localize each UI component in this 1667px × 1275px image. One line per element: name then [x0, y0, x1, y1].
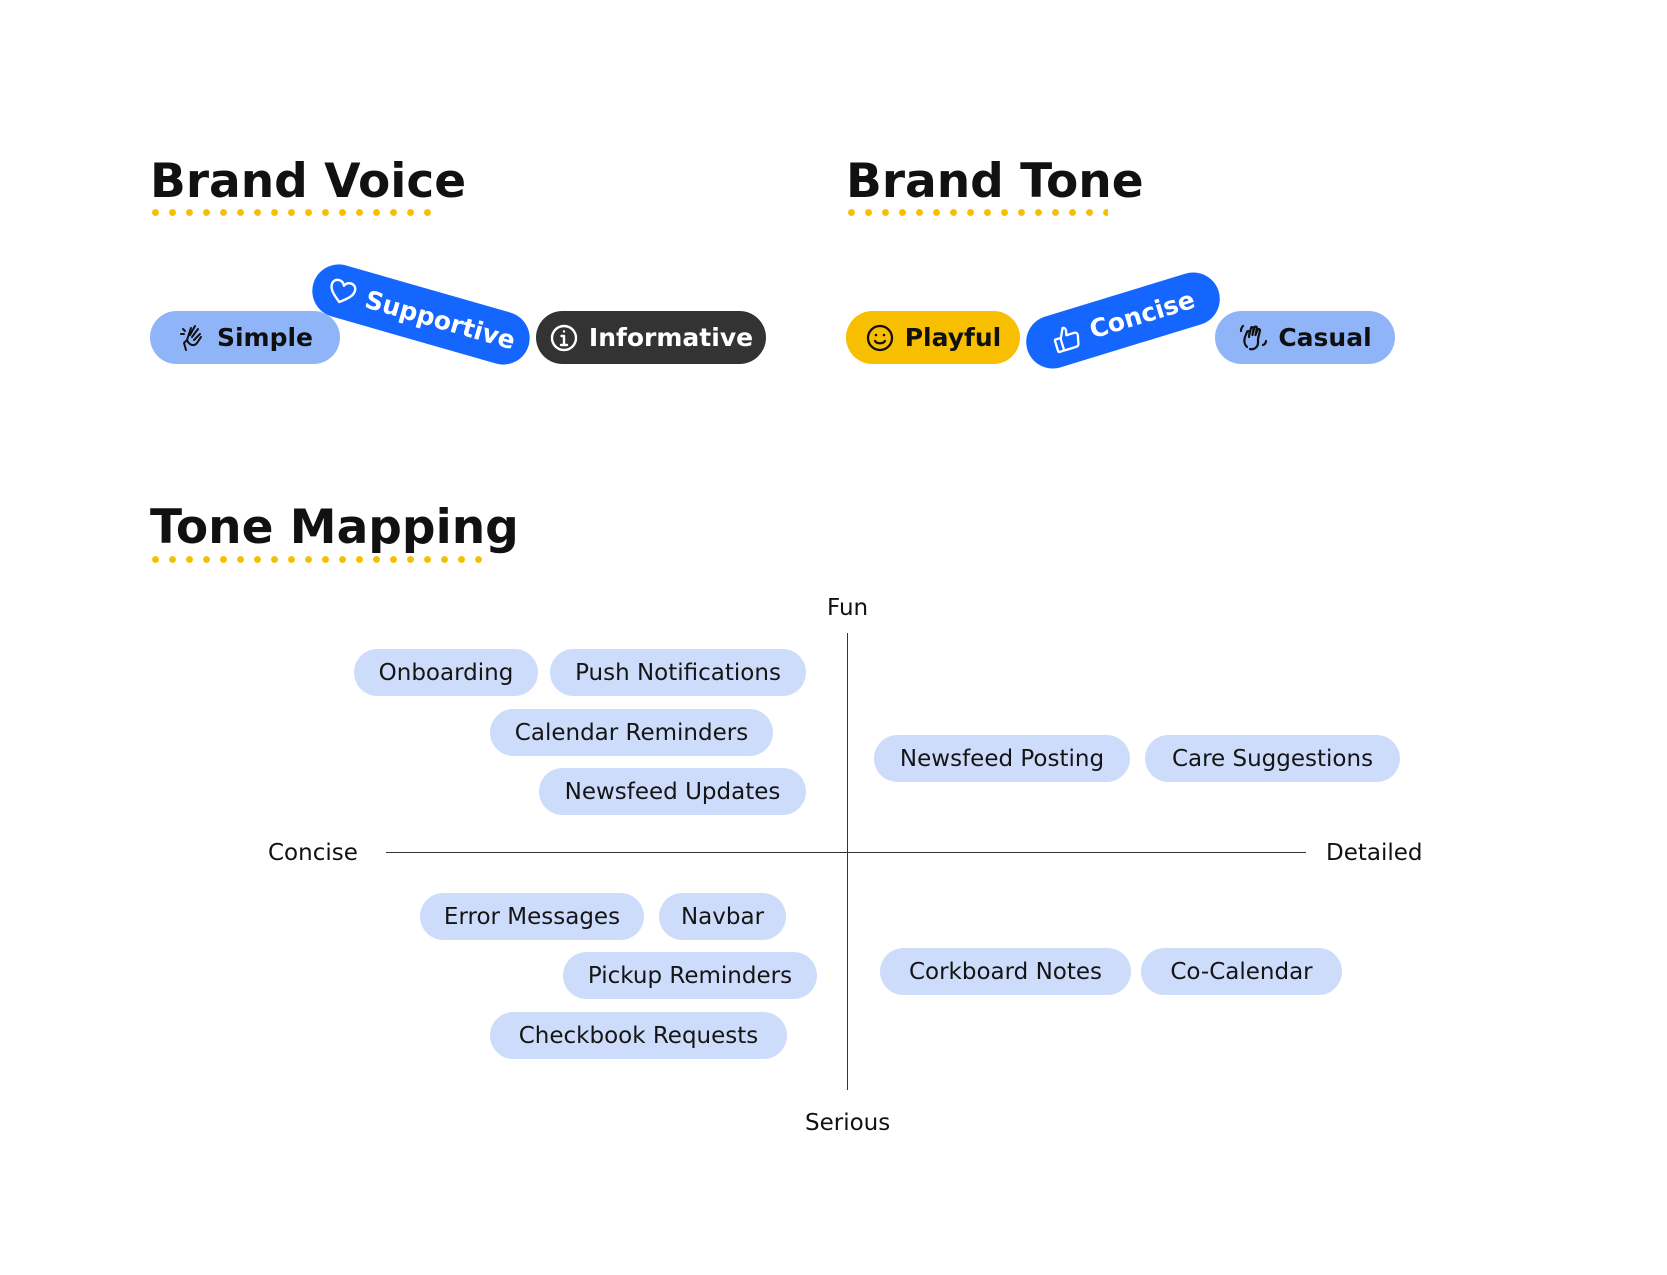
brand-tone-title: Brand Tone [846, 154, 1144, 209]
chip-concise: Concise [1019, 265, 1227, 376]
vertical-axis [847, 633, 848, 1090]
waving-hand-icon [1240, 324, 1268, 350]
info-icon [550, 324, 578, 351]
thumbs-up-icon [1053, 326, 1080, 353]
chip-informative-label: Informative [588, 323, 754, 352]
tone-mapping-underline [147, 556, 487, 563]
chip-supportive-label: Supportive [361, 284, 519, 356]
tag-newsfeed-posting: Newsfeed Posting [874, 735, 1130, 782]
smiley-icon [866, 324, 893, 351]
brand-voice-title: Brand Voice [150, 154, 467, 209]
tag-onboarding: Onboarding [354, 649, 538, 696]
chip-informative: Informative [536, 311, 766, 364]
horizontal-axis [386, 852, 1306, 853]
chip-concise-label: Concise [1085, 284, 1199, 345]
chip-casual-label: Casual [1278, 323, 1372, 352]
axis-label-concise: Concise [268, 840, 358, 866]
tag-calendar-reminders: Calendar Reminders [490, 709, 773, 756]
chip-simple: Simple [150, 311, 340, 364]
tag-care-suggestions: Care Suggestions [1145, 735, 1400, 782]
heart-icon [330, 278, 357, 303]
chip-casual: Casual [1215, 311, 1395, 364]
tone-mapping-title: Tone Mapping [150, 500, 519, 555]
tag-corkboard-notes: Corkboard Notes [880, 948, 1131, 995]
tag-push-notifications: Push Notifications [550, 649, 806, 696]
hand-fingers-icon [179, 324, 202, 351]
tag-co-calendar: Co-Calendar [1141, 948, 1342, 995]
brand-tone-underline [843, 209, 1108, 216]
chip-playful: Playful [846, 311, 1020, 364]
chip-playful-label: Playful [904, 323, 1002, 352]
axis-label-detailed: Detailed [1326, 840, 1423, 866]
brand-voice-underline [147, 209, 437, 216]
chip-simple-label: Simple [216, 323, 314, 352]
chip-supportive: Supportive [306, 258, 536, 371]
axis-label-fun: Fun [827, 595, 869, 621]
tag-navbar: Navbar [659, 893, 786, 940]
axis-label-serious: Serious [805, 1110, 891, 1136]
tag-newsfeed-updates: Newsfeed Updates [539, 768, 806, 815]
tag-error-messages: Error Messages [420, 893, 644, 940]
tag-pickup-reminders: Pickup Reminders [563, 952, 817, 999]
tag-checkbook-requests: Checkbook Requests [490, 1012, 787, 1059]
